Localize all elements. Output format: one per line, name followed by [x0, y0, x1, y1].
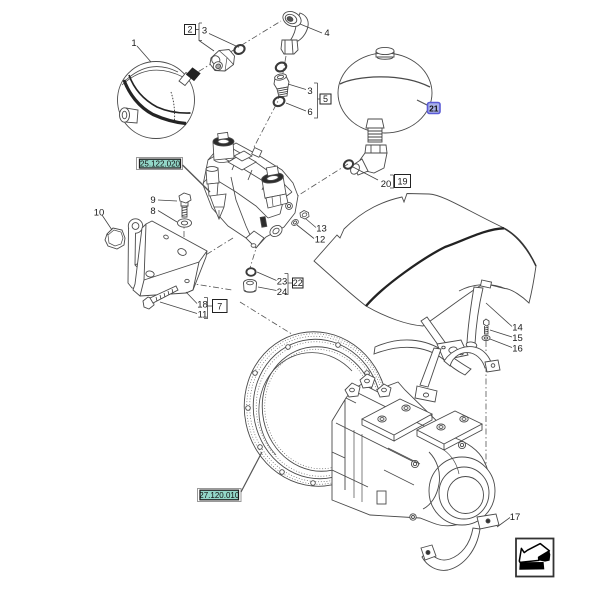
- svg-text:13: 13: [316, 224, 327, 235]
- svg-text:24: 24: [277, 287, 288, 298]
- svg-text:5: 5: [323, 94, 328, 104]
- svg-text:4: 4: [324, 28, 329, 39]
- svg-text:16: 16: [512, 344, 523, 355]
- svg-text:3: 3: [202, 26, 207, 37]
- svg-text:3: 3: [307, 86, 312, 97]
- svg-text:10: 10: [94, 208, 105, 219]
- svg-text:23: 23: [277, 277, 288, 288]
- svg-text:20: 20: [381, 179, 392, 190]
- svg-text:25.122.020: 25.122.020: [140, 160, 181, 169]
- svg-text:15: 15: [512, 333, 523, 344]
- svg-text:19: 19: [397, 177, 407, 187]
- svg-text:2: 2: [187, 25, 192, 35]
- svg-text:21: 21: [429, 104, 439, 114]
- svg-text:22: 22: [293, 278, 303, 288]
- svg-text:8: 8: [150, 206, 155, 217]
- svg-text:6: 6: [307, 107, 312, 118]
- svg-text:11: 11: [198, 310, 208, 321]
- svg-text:27.120.010: 27.120.010: [199, 491, 240, 500]
- svg-text:18: 18: [197, 300, 208, 311]
- svg-text:1: 1: [131, 38, 136, 49]
- svg-text:9: 9: [150, 195, 155, 206]
- svg-text:12: 12: [315, 235, 326, 246]
- svg-text:7: 7: [217, 302, 222, 312]
- svg-text:17: 17: [510, 512, 521, 523]
- svg-text:14: 14: [512, 323, 523, 334]
